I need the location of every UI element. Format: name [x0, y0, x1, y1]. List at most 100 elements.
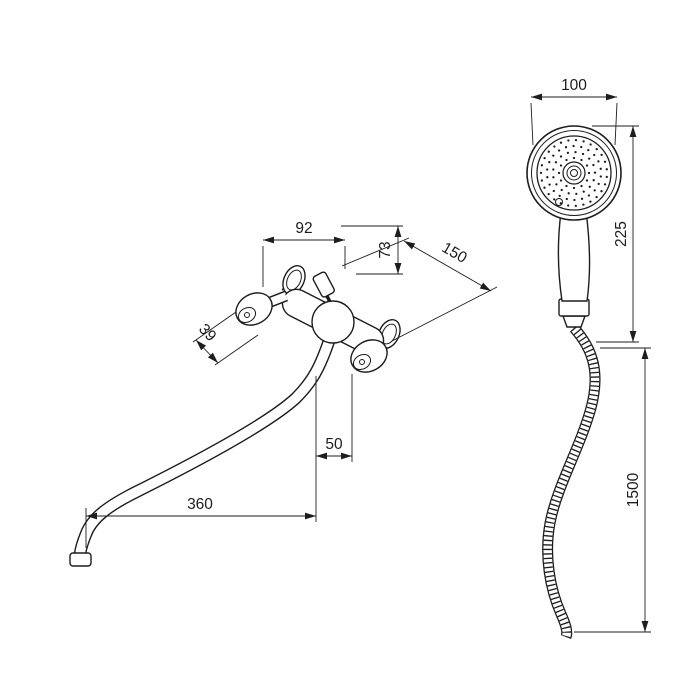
nozzle-dot — [593, 171, 597, 174]
nozzle-dot — [558, 194, 561, 198]
nozzle-dot — [593, 189, 596, 192]
faucet-handle-left — [235, 290, 288, 326]
dim-head-length: 225 — [592, 125, 639, 343]
nozzle-dot — [565, 197, 568, 201]
nozzle-dot — [553, 145, 556, 148]
shower-handle — [557, 210, 591, 302]
nozzle-dot — [582, 203, 585, 206]
nozzle-dot — [548, 183, 551, 186]
nozzle-dot — [592, 179, 595, 182]
nozzle-dot — [552, 168, 555, 171]
nozzle-dot — [589, 200, 592, 203]
nozzle-dot — [548, 160, 551, 164]
shower-drawing — [526, 125, 622, 640]
nozzle-dot — [572, 156, 576, 160]
nozzle-dot — [580, 158, 583, 162]
nozzle-dot — [580, 197, 584, 200]
nozzle-dot — [559, 155, 563, 158]
faceplate-pivot — [555, 198, 563, 206]
nozzle-dot — [559, 141, 563, 144]
shower-head — [526, 125, 622, 221]
dim-head-diameter-label: 100 — [561, 77, 587, 94]
nozzle-dot — [539, 171, 543, 175]
nozzle-dot — [559, 202, 562, 205]
nozzle-dot — [564, 146, 568, 149]
nozzle-dot — [546, 176, 549, 179]
dim-head-diameter: 100 — [530, 77, 618, 146]
nozzle-dot — [592, 163, 595, 167]
nozzle-dot — [573, 198, 576, 202]
nozzle-dot — [572, 144, 575, 148]
nozzle-dot — [554, 161, 558, 164]
dim-spout-offset: 50 — [315, 374, 353, 522]
nozzle-dot — [565, 184, 568, 188]
nozzle-dot — [552, 154, 555, 157]
nozzle-dot — [588, 157, 591, 160]
wall-escutcheon-left — [281, 265, 306, 297]
dimension-annotations: 92 73 150 39 50 — [85, 77, 651, 633]
nozzle-dot — [589, 143, 592, 146]
nozzle-dot — [605, 175, 608, 179]
dim-wall-offset-label: 150 — [439, 239, 470, 267]
nozzle-dot — [587, 148, 590, 152]
nozzle-dot — [580, 184, 583, 188]
spout-aerator-cap — [69, 552, 92, 567]
hose-connector-taper — [562, 315, 586, 328]
nozzle-dot — [559, 164, 563, 167]
nozzle-dot — [559, 179, 563, 182]
nozzle-dot — [603, 183, 607, 186]
nozzle-dot — [582, 140, 585, 143]
nozzle-dot — [580, 145, 583, 149]
nozzle-dot — [555, 183, 558, 186]
dim-spout-length: 360 — [85, 496, 316, 548]
nozzle-dot — [605, 168, 608, 171]
dim-faucet-height: 73 — [341, 225, 403, 275]
faucet-center-housing — [311, 300, 355, 344]
nozzle-dot — [547, 192, 550, 196]
nozzle-dot — [599, 175, 602, 178]
nozzle-dot — [546, 168, 549, 171]
nozzle-dot — [595, 147, 598, 151]
nozzle-dot — [547, 150, 550, 153]
nozzle-dot — [543, 156, 546, 160]
nozzle-dot — [560, 188, 563, 192]
nozzle-dot — [585, 179, 589, 182]
nozzle-dot — [540, 179, 544, 182]
nozzle-dot — [574, 150, 577, 154]
nozzle-dot — [565, 158, 568, 162]
nozzle-dot — [574, 138, 578, 142]
nozzle-dot — [552, 189, 555, 193]
dim-spout-offset-label: 50 — [325, 436, 343, 453]
faucet-handle-right — [350, 339, 388, 373]
faucet-drawing — [69, 265, 401, 567]
dim-spout-length-label: 360 — [187, 496, 213, 513]
nozzle-dot — [567, 139, 570, 142]
nozzle-dot — [593, 153, 596, 157]
shower-hose — [542, 324, 601, 640]
nozzle-dot — [603, 160, 607, 163]
nozzle-dot-pattern — [539, 138, 608, 208]
nozzle-dot — [597, 182, 600, 186]
nozzle-dot — [587, 171, 591, 175]
nozzle-dot — [599, 167, 602, 170]
dim-hose-length-label: 1500 — [625, 472, 642, 507]
nozzle-dot — [588, 185, 591, 188]
dim-faucet-width-label: 92 — [295, 220, 312, 237]
nozzle-dot — [600, 153, 603, 157]
nozzle-dot — [575, 192, 578, 196]
nozzle-dot — [552, 176, 555, 179]
nozzle-dot — [540, 164, 544, 167]
nozzle-dot — [566, 151, 570, 155]
nozzle-dot — [581, 152, 585, 156]
nozzle-dot — [574, 204, 577, 208]
nozzle-dot — [557, 171, 561, 175]
nozzle-dot — [557, 149, 561, 152]
faucet-spout — [69, 336, 336, 567]
nozzle-dot — [582, 190, 585, 193]
dim-handle-diameter-label: 39 — [195, 321, 219, 345]
dim-head-length-label: 225 — [613, 221, 630, 247]
dim-hose-length: 1500 — [574, 347, 651, 633]
nozzle-dot — [597, 160, 600, 163]
nozzle-dot — [595, 195, 598, 199]
